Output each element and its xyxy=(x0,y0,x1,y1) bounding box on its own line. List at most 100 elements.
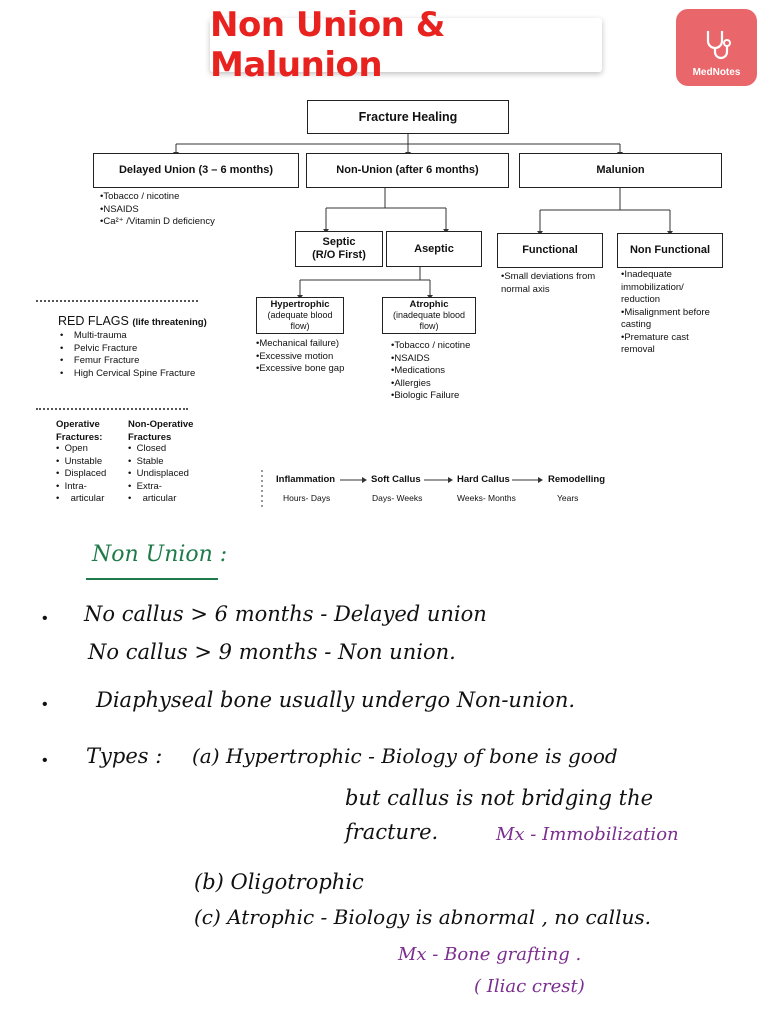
nonoperative-subtitle: Fractures xyxy=(128,431,172,443)
stage-inflammation: Inflammation xyxy=(276,474,336,485)
functional-label: Functional xyxy=(522,244,578,257)
hypertrophic-note: (adequate blood flow) xyxy=(267,310,333,332)
type-a-line: (a) Hypertrophic - Biology of bone is go… xyxy=(192,744,618,768)
delayed-union-box: Delayed Union (3 – 6 months) xyxy=(93,153,299,188)
type-c-management: Mx - Bone grafting . xyxy=(398,944,582,965)
nonoperative-title: Non-Operative xyxy=(128,419,194,430)
nonfunctional-box: Non Functional xyxy=(617,233,723,268)
red-flag-item: Multi-trauma xyxy=(73,330,127,341)
malunion-box: Malunion xyxy=(519,153,722,188)
list-item: Medications xyxy=(391,365,470,378)
page-title: Non Union & Malunion xyxy=(210,5,445,85)
atrophic-box: Atrophic (inadequate blood flow) xyxy=(382,297,476,334)
aseptic-box: Aseptic xyxy=(386,231,482,267)
list-item: Misalignment before casting xyxy=(621,307,711,332)
fracture-healing-label: Fracture Healing xyxy=(358,109,458,124)
list-item: NSAIDS xyxy=(391,353,470,366)
list-item: Allergies xyxy=(391,378,470,391)
divider xyxy=(36,300,198,302)
hypertrophic-label: Hypertrophic xyxy=(270,299,330,310)
nonoperative-item: articular xyxy=(142,493,177,504)
operative-subtitle: Fractures: xyxy=(56,431,103,443)
hypertrophic-causes: Mechanical failure) Excessive motion Exc… xyxy=(256,338,344,376)
list-item: Stable xyxy=(128,456,189,469)
heading-underline xyxy=(86,578,218,580)
nonoperative-item: Extra- xyxy=(136,480,162,492)
septic-note: (R/O First) xyxy=(312,249,366,261)
type-a-management: Mx - Immobilization xyxy=(496,824,679,845)
stage-hard-callus: Hard Callus xyxy=(457,474,510,485)
functional-items: Small deviations from normal axis xyxy=(501,271,611,296)
red-flags-heading: RED FLAGS (life threatening) xyxy=(58,314,207,330)
nonoperative-item: Stable xyxy=(136,455,164,467)
list-item: Tobacco / nicotine xyxy=(100,191,215,204)
list-item: Excessive motion xyxy=(256,351,344,364)
list-item: Inadequate immobilization/ reduction xyxy=(621,269,711,307)
nonoperative-heading: Non-Operative Fractures xyxy=(128,419,193,444)
list-item: Small deviations from normal axis xyxy=(501,271,611,296)
nonunion-box: Non-Union (after 6 months) xyxy=(306,153,509,188)
list-item: Excessive bone gap xyxy=(256,363,344,376)
list-item: Unstable xyxy=(56,456,106,469)
aseptic-label: Aseptic xyxy=(414,242,454,255)
nonoperative-list: Closed Stable Undisplaced Extra- • artic… xyxy=(128,443,189,506)
list-item: Intra- xyxy=(56,481,106,494)
list-item: Displaced xyxy=(56,468,107,481)
septic-label: Septic xyxy=(322,236,356,249)
red-flags-list: Multi-trauma Pelvic Fracture Femur Fract… xyxy=(60,330,195,380)
red-flags-title: RED FLAGS xyxy=(58,314,129,328)
bullet: • xyxy=(42,696,48,713)
stage-remodelling: Remodelling xyxy=(548,474,606,485)
nonoperative-item: Closed xyxy=(136,443,167,454)
list-item: Femur Fracture xyxy=(60,355,195,368)
list-item: • articular xyxy=(56,493,106,506)
type-a-cont1: but callus is not bridging the xyxy=(345,786,654,810)
red-flag-item: Femur Fracture xyxy=(73,355,140,366)
notes-heading: Non Union : xyxy=(92,542,228,567)
operative-item: Displaced xyxy=(64,468,107,479)
atrophic-label: Atrophic xyxy=(409,299,449,310)
type-c-line: (c) Atrophic - Biology is abnormal , no … xyxy=(194,905,651,929)
nonoperative-item: Undisplaced xyxy=(136,468,189,479)
operative-item: Intra- xyxy=(64,480,87,492)
mednotes-logo: MedNotes xyxy=(676,9,757,86)
operative-item: Open xyxy=(64,443,88,454)
type-a-cont2: fracture. xyxy=(345,820,439,844)
operative-item: articular xyxy=(70,493,105,504)
time-remodelling: Years xyxy=(557,493,579,503)
type-b-line: (b) Oligotrophic xyxy=(194,870,364,894)
time-inflammation: Hours- Days xyxy=(283,493,331,503)
list-item: High Cervical Spine Fracture xyxy=(60,368,195,381)
atrophic-note: (inadequate blood flow) xyxy=(392,310,466,332)
time-hard-callus: Weeks- Months xyxy=(457,493,516,503)
operative-list: Open Unstable Displaced Intra- • articul… xyxy=(56,443,107,506)
malunion-label: Malunion xyxy=(596,164,645,177)
time-soft-callus: Days- Weeks xyxy=(372,493,423,503)
type-c-management-note: ( Iliac crest) xyxy=(474,976,585,997)
delayed-union-causes: Tobacco / nicotine NSAIDS Ca²⁺ /Vitamin … xyxy=(100,191,215,229)
red-flag-item: High Cervical Spine Fracture xyxy=(73,367,196,379)
list-item: Extra- xyxy=(128,481,189,494)
title-banner: Non Union & Malunion xyxy=(210,5,602,85)
operative-title: Operative xyxy=(56,419,100,430)
bullet: • xyxy=(42,610,48,627)
stethoscope-icon xyxy=(706,31,731,60)
list-item: Ca²⁺ /Vitamin D deficiency xyxy=(100,216,215,229)
note-line-delayed: No callus > 6 months - Delayed union xyxy=(84,602,487,626)
nonfunctional-label: Non Functional xyxy=(629,244,711,257)
list-item: Mechanical failure) xyxy=(256,338,344,351)
red-flag-item: Pelvic Fracture xyxy=(73,342,138,354)
nonfunctional-items: Inadequate immobilization/ reduction Mis… xyxy=(621,269,711,357)
delayed-union-label: Delayed Union (3 – 6 months) xyxy=(118,164,274,177)
list-item: Biologic Failure xyxy=(391,390,470,403)
list-item: Premature cast removal xyxy=(621,332,711,357)
list-item: • articular xyxy=(128,493,189,506)
logo-text: MedNotes xyxy=(692,67,741,78)
septic-box: Septic (R/O First) xyxy=(295,231,383,267)
list-item: Pelvic Fracture xyxy=(60,343,195,356)
atrophic-causes: Tobacco / nicotine NSAIDS Medications Al… xyxy=(391,340,470,403)
list-item: Undisplaced xyxy=(128,468,189,481)
list-item: NSAIDS xyxy=(100,204,215,217)
list-item: Tobacco / nicotine xyxy=(391,340,470,353)
functional-box: Functional xyxy=(497,233,603,268)
